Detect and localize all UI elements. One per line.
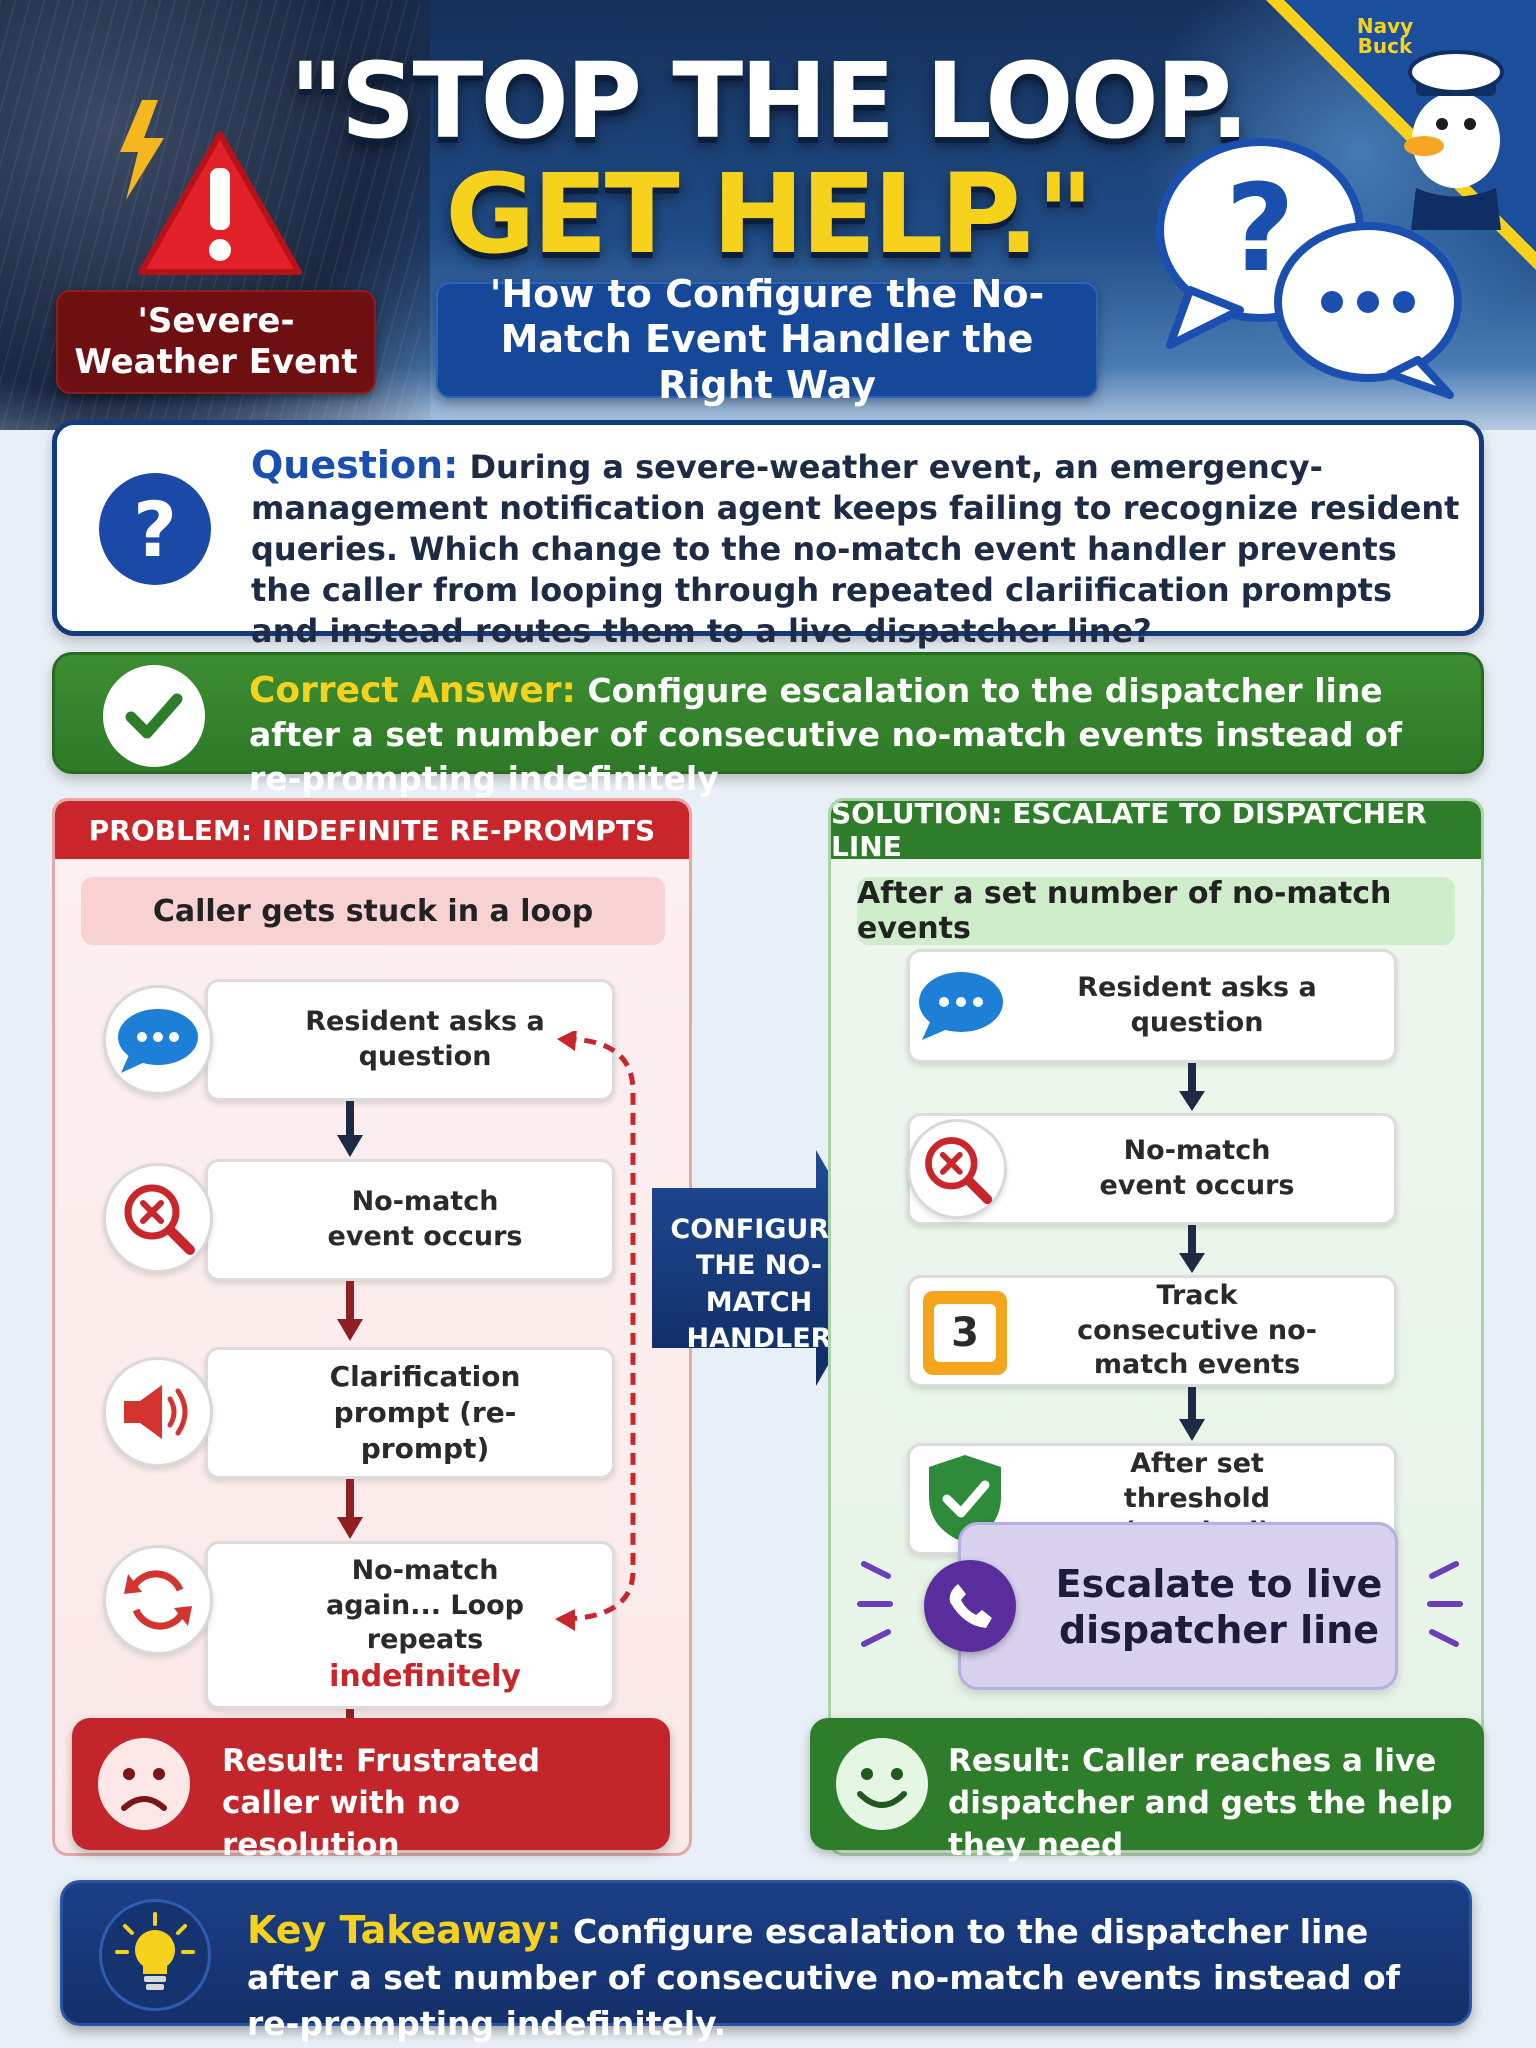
title-line-2: GET HELP." [445,150,1094,278]
signal-lines-right [1427,1561,1463,1647]
loop-arrows-icon [103,1545,213,1655]
solution-subheader: After a set number of no-match events [857,876,1455,946]
escalate-box: Escalate to live dispatcher line [958,1522,1398,1690]
solution-header: SOLUTION: ESCALATE TO DISPATCHER LINE [831,801,1481,863]
down-arrow-icon [1179,1063,1205,1111]
problem-step-1: Resident asks a question [205,979,615,1101]
loop-back-arrow [555,1031,636,1631]
answer-body: Configure escalation to the dispatcher l… [249,671,1403,798]
mascot-corner: Navy Buck [1266,0,1536,270]
event-badge: 'Severe-Weather Event [56,290,376,394]
problem-step-2-text: No-match event occurs [327,1186,523,1252]
lightning-icon [120,100,164,200]
lightbulb-icon [99,1899,211,2011]
problem-step-4: No-match again... Loop repeats indefinit… [205,1541,615,1709]
down-arrow-icon [1179,1225,1205,1273]
problem-step-3: Clarification prompt (re-prompt) [205,1347,615,1479]
down-arrow-icon [1179,1387,1205,1441]
problem-step-4-highlight: indefinitely [329,1658,521,1694]
happy-face-icon [836,1738,928,1830]
duck-mascot-icon [1404,50,1504,230]
answer-card: Correct Answer: Configure escalation to … [52,652,1484,798]
speaker-icon [103,1357,213,1467]
question-text: Question: During a severe-weather event,… [251,445,1461,652]
solution-result-box: Result: Caller reaches a live dispatcher… [810,1718,1484,1863]
brand-logo: Navy Buck [1346,16,1424,56]
question-label: Question: [251,443,459,487]
question-mark-icon: ? [99,473,211,585]
shield-check-icon [929,1455,1001,1543]
title-line-1: "STOP THE LOOP. [289,40,1249,162]
down-arrow-icon [337,1101,363,1157]
chat-bubble-icon [913,957,1009,1053]
answer-label: Correct Answer: [249,670,576,711]
escalate-text: Escalate to live dispatcher line [1055,1562,1383,1652]
brand-line-2: Buck [1357,34,1413,58]
configure-arrow [652,1150,884,1386]
takeaway-body: Configure escalation to the dispatcher l… [247,1912,1401,2043]
phone-icon [924,1560,1016,1652]
down-arrow-icon [337,1479,363,1539]
takeaway-text: Key Takeaway: Configure escalation to th… [247,1907,1457,2047]
corner-banner [1266,0,1536,270]
problem-step-1-text: Resident asks a question [305,1006,545,1072]
signal-lines-left [857,1561,893,1647]
answer-text: Correct Answer: Configure escalation to … [249,669,1459,801]
question-body: During a severe-weather event, an emerge… [251,448,1460,650]
solution-step-1-text: Resident asks a question [1077,972,1317,1038]
problem-step-3-text: Clarification prompt (re-prompt) [329,1360,521,1465]
solution-step-3-text: Track consecutive no-match events [1077,1280,1317,1381]
problem-step-2: No-match event occurs [205,1159,615,1281]
brand-line-1: Navy [1356,14,1414,38]
problem-panel: PROBLEM: INDEFINITE RE-PROMPTS Caller ge… [52,798,692,1856]
problem-result-box: Result: Frustrated caller with no resolu… [72,1718,670,1863]
takeaway-label: Key Takeaway: [247,1908,562,1952]
problem-subheader: Caller gets stuck in a loop [81,877,665,945]
chat-bubble-icon [103,985,213,1095]
problem-step-4-text: No-match again... Loop repeats [325,1554,525,1656]
solution-panel: SOLUTION: ESCALATE TO DISPATCHER LINE Af… [828,798,1484,1856]
configure-arrow-text: CONFIGURE THE NO-MATCH HANDLER [670,1214,848,1355]
speech-bubbles-icon: ? [1156,138,1462,399]
sad-face-icon [98,1738,190,1830]
checkmark-icon [103,665,205,767]
magnifier-x-icon [907,1119,1007,1219]
warning-triangle-icon [138,131,302,275]
problem-header: PROBLEM: INDEFINITE RE-PROMPTS [55,801,689,859]
key-takeaway-box: Key Takeaway: Configure escalation to th… [60,1880,1472,2043]
magnifier-x-icon [103,1163,213,1273]
problem-result-text: Result: Frustrated caller with no resolu… [222,1743,541,1863]
counter-icon: 3 [923,1291,1007,1375]
question-card: ? Question: During a severe-weather even… [52,420,1484,650]
subtitle-badge: 'How to Configure the No-Match Event Han… [436,272,1098,407]
down-arrow-icon [337,1281,363,1341]
solution-result-text: Result: Caller reaches a live dispatcher… [948,1743,1453,1863]
solution-step-2-text: No-match event occurs [1099,1135,1295,1201]
counter-value: 3 [934,1304,996,1362]
